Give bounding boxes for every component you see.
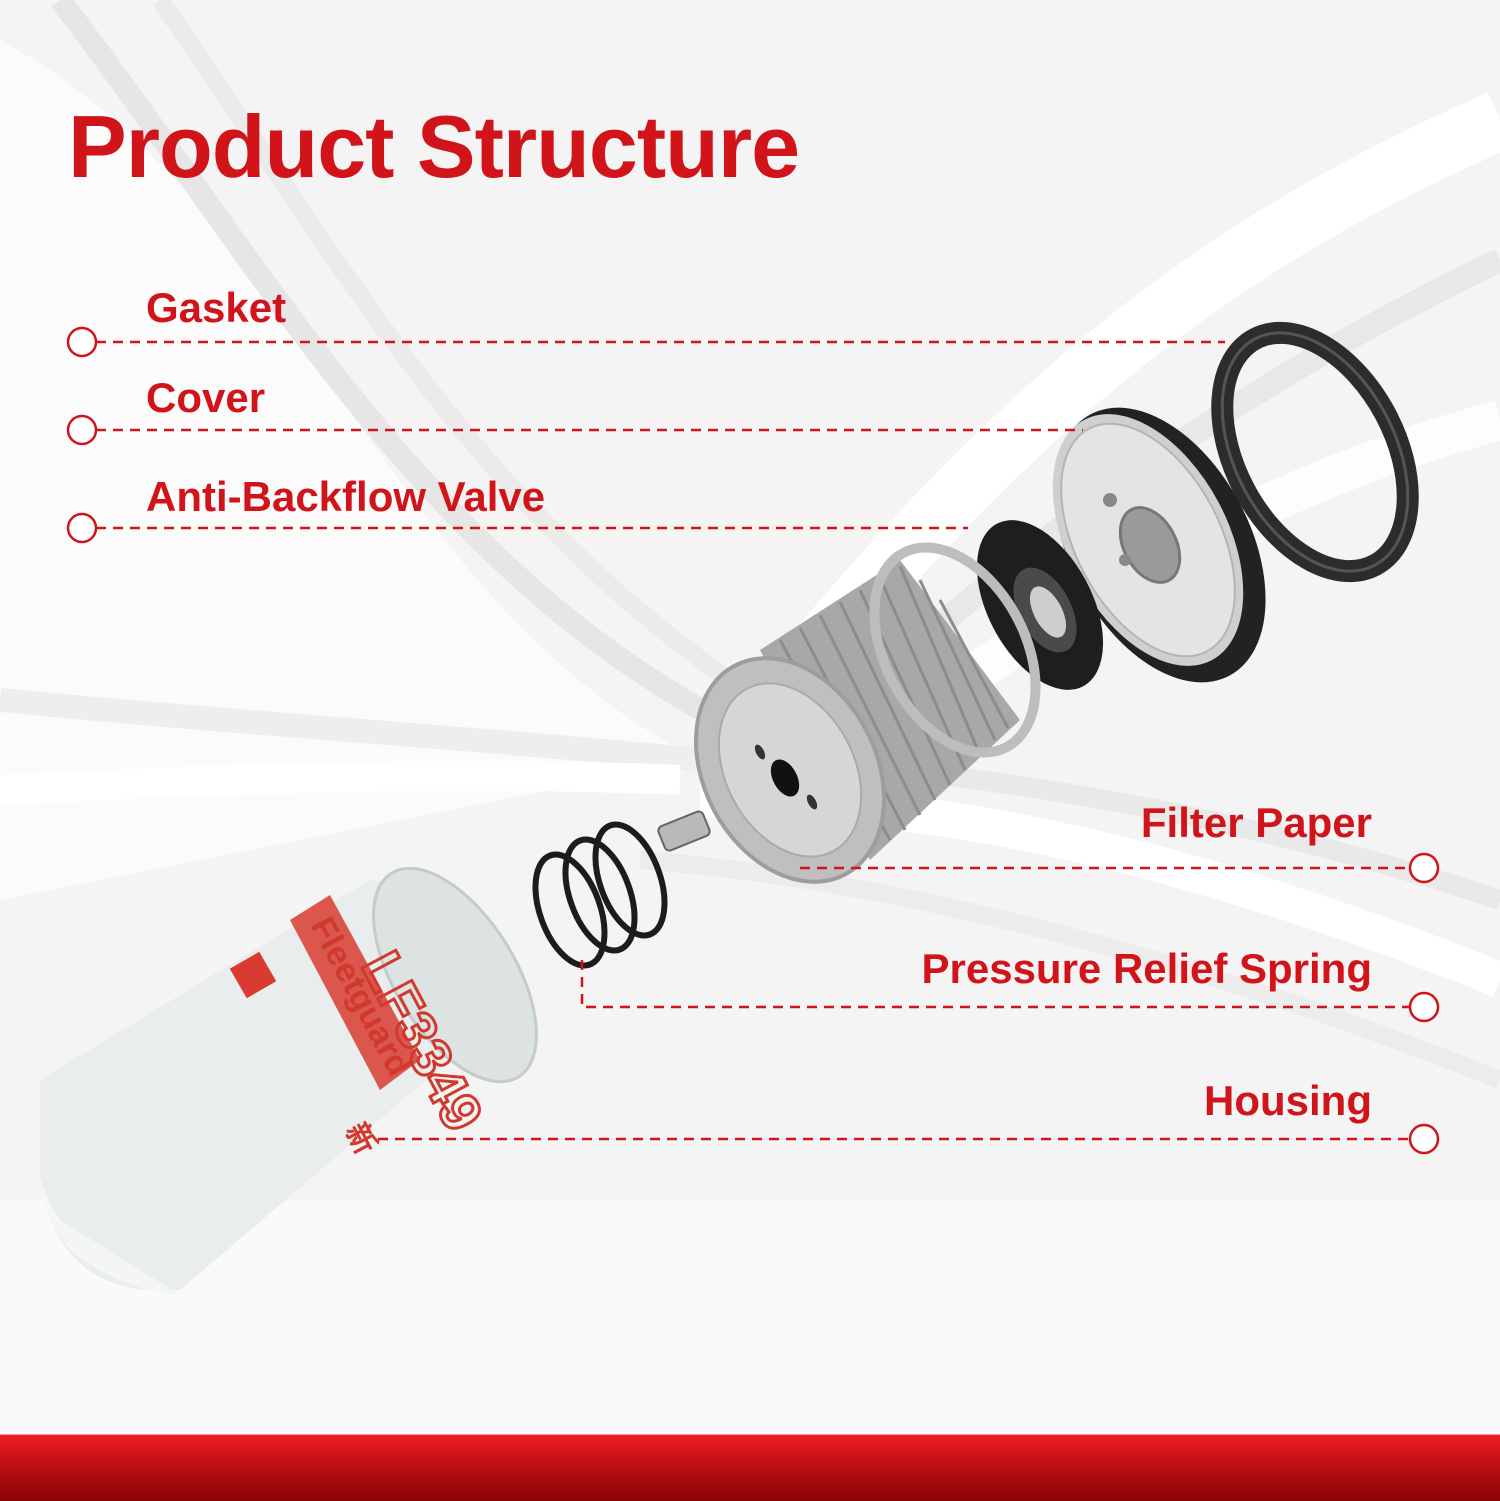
gasket-ring-icon [1211, 321, 1419, 583]
label-housing: Housing [1204, 1077, 1372, 1124]
housing-canister-icon [33, 866, 538, 1295]
label-filter-paper: Filter Paper [1140, 799, 1372, 846]
anti-backflow-valve-icon [976, 520, 1104, 690]
cover-plate-icon [1052, 407, 1266, 683]
label-cover: Cover [146, 374, 266, 421]
filter-paper-element-icon [694, 542, 1041, 884]
label-anti-backflow-valve: Anti-Backflow Valve [146, 473, 546, 520]
page-title: Product Structure [68, 97, 800, 196]
valve-pin-icon [657, 810, 711, 852]
pressure-relief-spring-icon [532, 821, 668, 969]
footer-red-bar [0, 1434, 1500, 1501]
label-pressure-relief-spring: Pressure Relief Spring [921, 945, 1373, 992]
label-gasket: Gasket [146, 284, 287, 331]
